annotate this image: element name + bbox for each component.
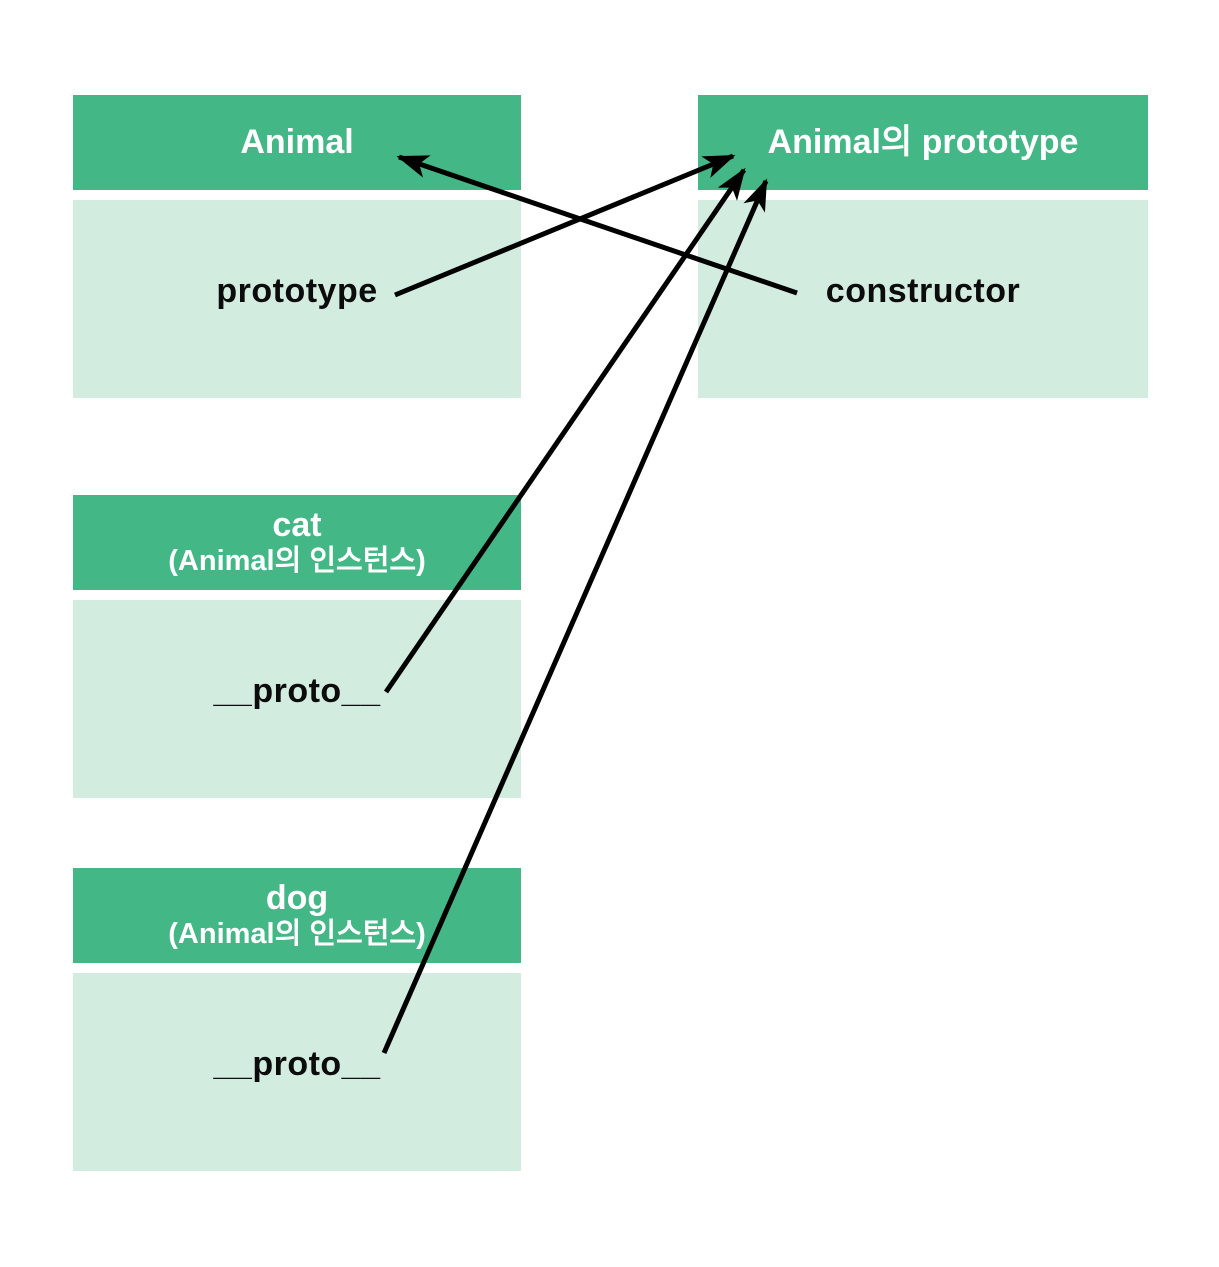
animal-prototype-box: Animal의 prototype constructor xyxy=(698,95,1148,398)
dog-box-header: dog (Animal의 인스턴스) xyxy=(73,868,521,963)
dog-box-subtitle: (Animal의 인스턴스) xyxy=(168,917,426,950)
animal-prototype-box-body: constructor xyxy=(698,200,1148,398)
animal-box-header: Animal xyxy=(73,95,521,190)
dog-box-body: __proto__ xyxy=(73,973,521,1171)
cat-proto-property: __proto__ xyxy=(213,671,381,710)
animal-prototype-box-header: Animal의 prototype xyxy=(698,95,1148,190)
dog-proto-property: __proto__ xyxy=(213,1044,381,1083)
constructor-property: constructor xyxy=(825,271,1021,310)
animal-prototype-property: prototype xyxy=(216,271,378,310)
animal-prototype-box-title: Animal의 prototype xyxy=(767,122,1079,161)
animal-box-title: Animal xyxy=(240,122,354,161)
cat-box: cat (Animal의 인스턴스) __proto__ xyxy=(73,495,521,798)
animal-box-body: prototype xyxy=(73,200,521,398)
animal-box: Animal prototype xyxy=(73,95,521,398)
cat-box-header: cat (Animal의 인스턴스) xyxy=(73,495,521,590)
cat-box-body: __proto__ xyxy=(73,600,521,798)
cat-box-subtitle: (Animal의 인스턴스) xyxy=(168,544,426,577)
dog-box: dog (Animal의 인스턴스) __proto__ xyxy=(73,868,521,1171)
dog-box-title: dog xyxy=(265,879,329,918)
cat-box-title: cat xyxy=(272,506,322,545)
